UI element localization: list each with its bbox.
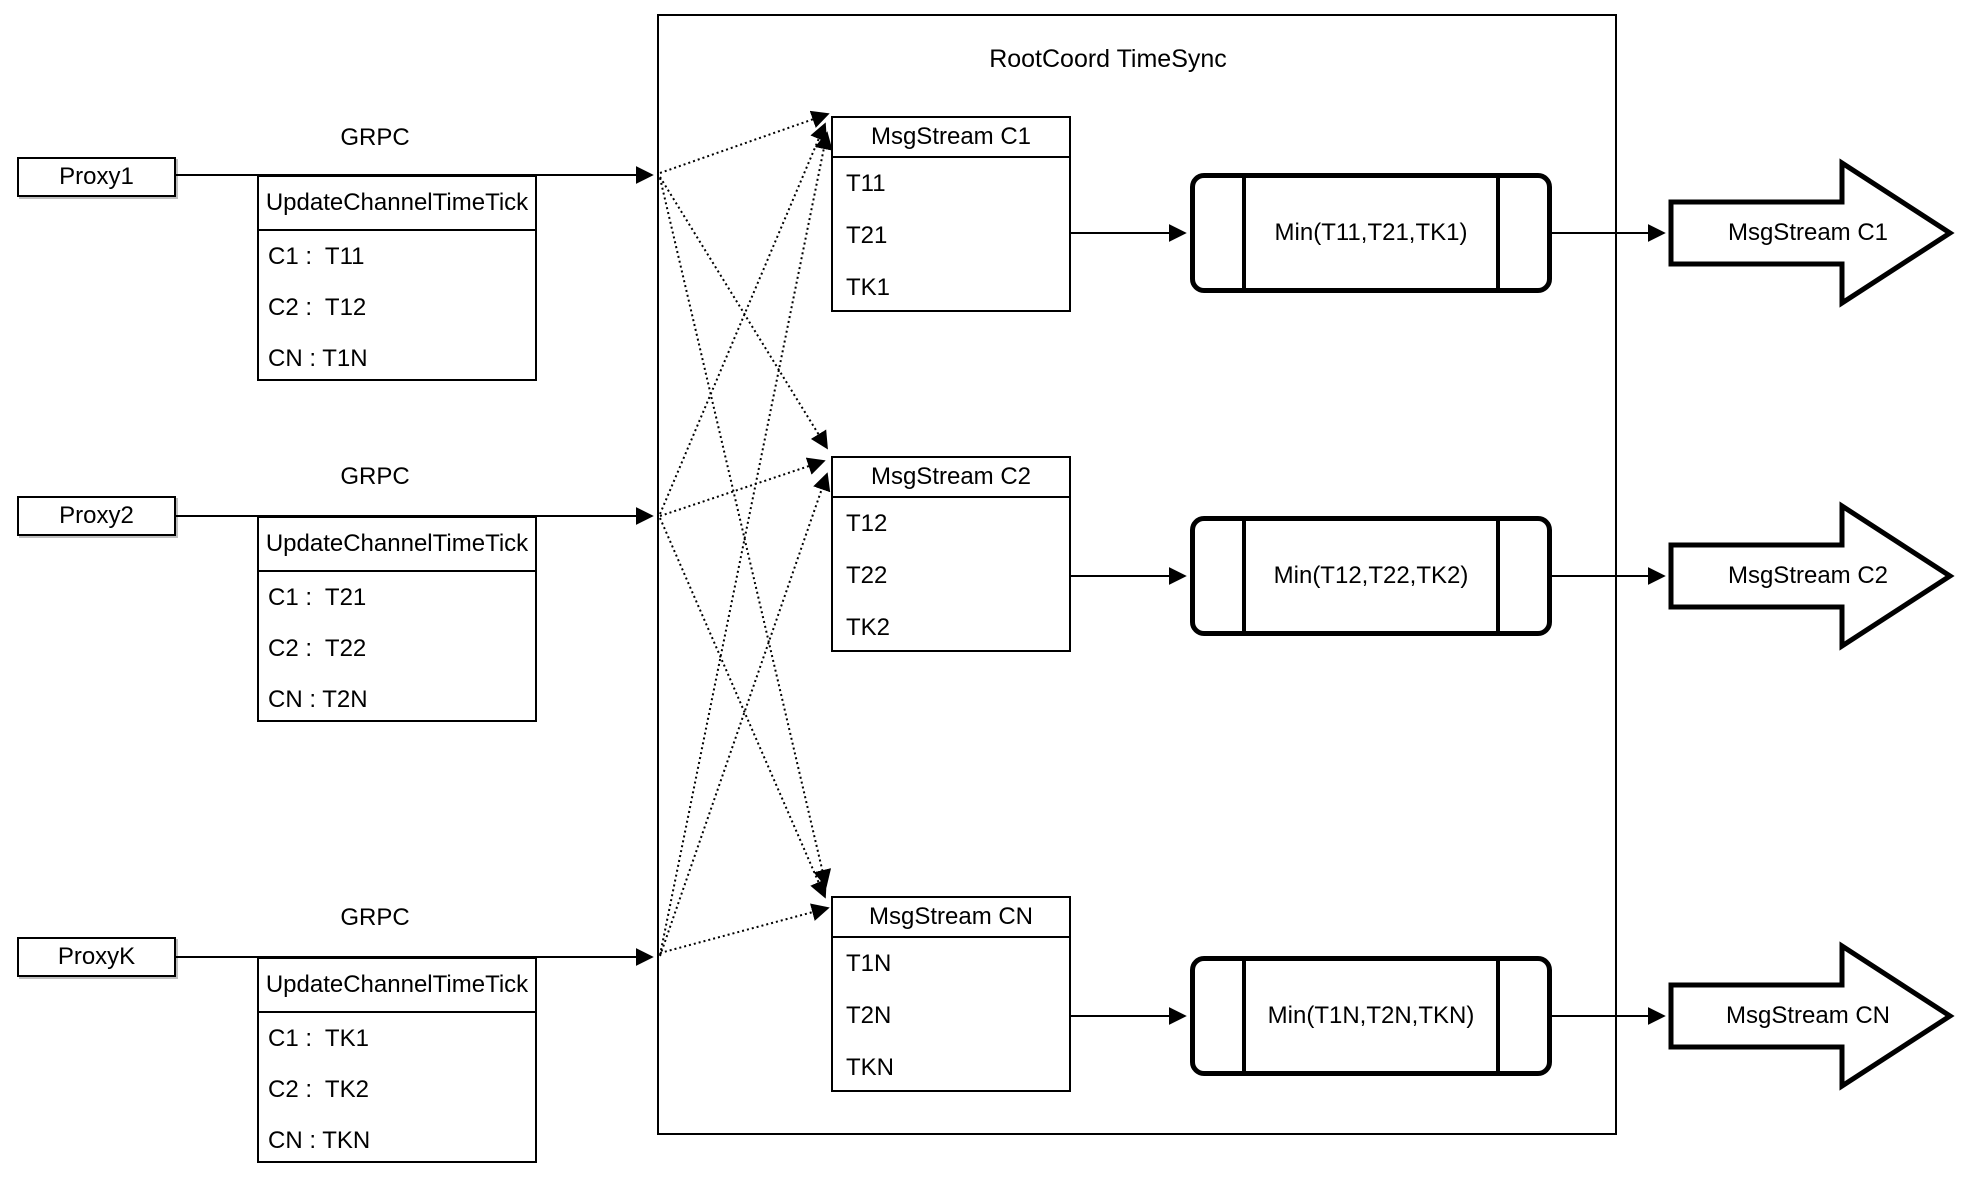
dotted-link-p2-c2 (659, 457, 826, 517)
dotted-link-pk-c2 (659, 472, 831, 957)
update-table-row: CN : T2N (268, 685, 368, 713)
update-table-row: C2 : T22 (268, 634, 367, 662)
proxy2-label: Proxy2 (59, 502, 134, 529)
update-timetick-table-proxy2: UpdateChannelTimeTick C1 : T21 C2 : T22 … (257, 516, 537, 722)
update-table-row: C2 : TK2 (268, 1075, 369, 1103)
output-arrow-cn-label: MsgStream CN (1725, 1002, 1891, 1029)
msgstream-table-row: TK1 (846, 274, 891, 301)
output-arrow-c2-label: MsgStream C2 (1727, 562, 1889, 589)
dotted-link-pk-cn (659, 903, 830, 954)
min-label-cn: Min(T1N,T2N,TKN) (1267, 1002, 1475, 1029)
proxyk-label: ProxyK (57, 943, 136, 970)
msgstream-table-row: T11 (846, 170, 886, 197)
grpc-label-row2: GRPC (340, 463, 410, 490)
grpc-label-row1: GRPC (340, 124, 410, 151)
min-process-box-c1: Min(T11,T21,TK1) (1190, 173, 1552, 293)
dotted-link-p1-cn (659, 177, 832, 888)
grpc-label-row3: GRPC (340, 904, 410, 931)
update-table-row: CN : T1N (268, 344, 368, 372)
msgstream-c2-table: MsgStream C2 T12 T22 TK2 (831, 456, 1071, 652)
rootcoord-title: RootCoord TimeSync (989, 44, 1227, 73)
update-table-row: C1 : T11 (268, 242, 365, 270)
update-table-row: C1 : T21 (268, 583, 367, 611)
msgstream-table-header: MsgStream CN (833, 898, 1069, 938)
msgstream-table-row: T2N (846, 1002, 892, 1029)
output-arrow-c1-shape (1668, 158, 1955, 308)
update-table-header: UpdateChannelTimeTick (259, 177, 535, 231)
dotted-link-p2-c1 (659, 122, 827, 515)
min-label-c2: Min(T12,T22,TK2) (1273, 562, 1469, 589)
proxy1-label: Proxy1 (59, 163, 134, 190)
rootcoord-box (657, 14, 1617, 1135)
update-table-row: CN : TKN (268, 1126, 371, 1154)
process-bar-right (1496, 521, 1500, 631)
proxy2-box: Proxy2 (17, 496, 176, 536)
process-bar-right (1496, 961, 1500, 1071)
msgstream-table-row: TKN (846, 1054, 894, 1081)
msgstream-cn-table: MsgStream CN T1N T2N TKN (831, 896, 1071, 1092)
update-table-header: UpdateChannelTimeTick (259, 518, 535, 572)
msgstream-table-row: TK2 (846, 614, 891, 641)
msgstream-table-header: MsgStream C2 (833, 458, 1069, 498)
msgstream-table-row: T22 (846, 562, 888, 589)
dotted-link-p1-c1 (659, 110, 830, 174)
msgstream-table-header: MsgStream C1 (833, 118, 1069, 158)
proxy1-box: Proxy1 (17, 157, 176, 197)
min-process-box-cn: Min(T1N,T2N,TKN) (1190, 956, 1552, 1076)
update-timetick-table-proxyk: UpdateChannelTimeTick C1 : TK1 C2 : TK2 … (257, 957, 537, 1163)
proxyk-box: ProxyK (17, 937, 176, 977)
output-arrow-cn-shape (1668, 941, 1955, 1091)
process-bar-right (1496, 178, 1500, 288)
msgstream-table-row: T21 (846, 222, 888, 249)
min-process-box-c2: Min(T12,T22,TK2) (1190, 516, 1552, 636)
msgstream-table-row: T12 (846, 510, 888, 537)
msgstream-table-row: T1N (846, 950, 892, 977)
update-timetick-table-proxy1: UpdateChannelTimeTick C1 : T11 C2 : T12 … (257, 175, 537, 381)
output-arrow-c1-label: MsgStream C1 (1727, 219, 1889, 246)
process-bar-left (1242, 521, 1246, 631)
process-bar-left (1242, 961, 1246, 1071)
dotted-link-p1-c2 (659, 176, 828, 450)
update-table-row: C2 : T12 (268, 293, 367, 321)
update-table-header: UpdateChannelTimeTick (259, 959, 535, 1013)
update-table-row: C1 : TK1 (268, 1024, 369, 1052)
process-bar-left (1242, 178, 1246, 288)
msgstream-c1-table: MsgStream C1 T11 T21 TK1 (831, 116, 1071, 312)
dotted-link-p2-cn (659, 517, 827, 899)
output-arrow-c2-shape (1668, 501, 1955, 651)
fanout-dotted-links (659, 110, 833, 957)
min-label-c1: Min(T11,T21,TK1) (1274, 219, 1468, 246)
